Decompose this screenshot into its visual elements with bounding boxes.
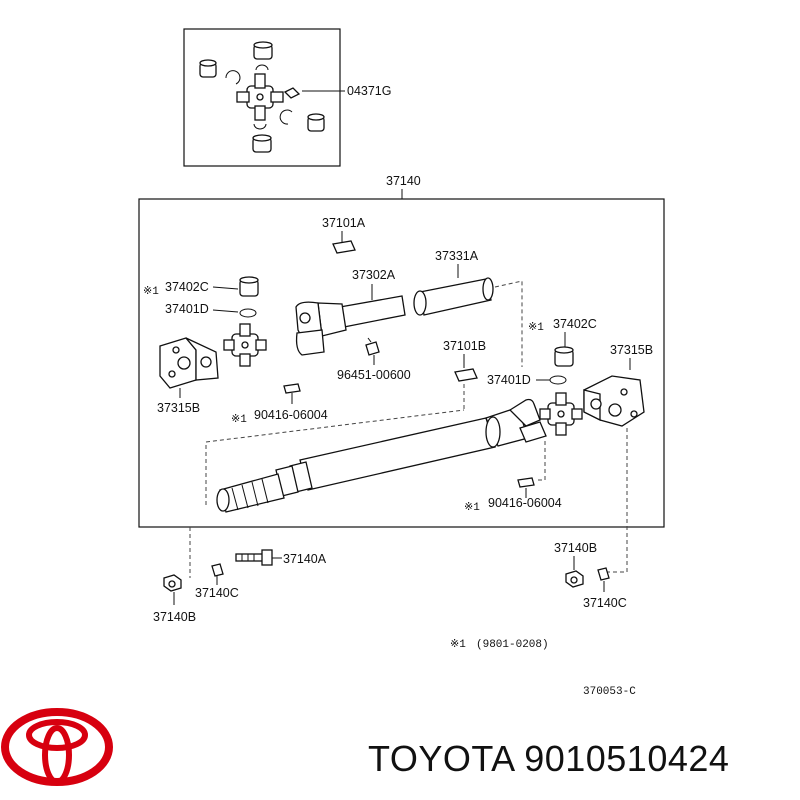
note-mark-90416-left: ※1 — [231, 414, 247, 426]
ujoint-kit-parts — [199, 41, 345, 153]
balance-weight-90416-left — [283, 383, 301, 394]
shaft-assembly-box — [138, 198, 665, 528]
nut-37140B-left — [163, 574, 182, 592]
note-mark-37402C-left: ※1 — [143, 286, 159, 298]
label-37315B-left: 37315B — [157, 401, 200, 415]
ujoint-cross-right — [539, 392, 583, 436]
balance-weight-37101B — [454, 368, 478, 382]
slip-yoke-37302A — [295, 295, 406, 356]
label-37140B-right: 37140B — [554, 541, 597, 555]
grease-fitting-96451 — [365, 337, 380, 356]
label-37101A: 37101A — [322, 216, 366, 230]
balance-weight-37101A — [332, 240, 356, 254]
label-37401D-right: 37401D — [487, 373, 531, 387]
nut-37140B-right — [565, 570, 584, 588]
label-37140: 37140 — [386, 174, 421, 188]
label-37140A: 37140A — [283, 552, 327, 566]
label-37401D-left: 37401D — [165, 302, 209, 316]
balance-weight-90416-right — [517, 477, 535, 488]
snap-ring-37401D-right — [549, 375, 567, 385]
footnote-range: (9801-0208) — [476, 639, 549, 651]
label-37315B-right: 37315B — [610, 343, 653, 357]
label-04371G: 04371G — [347, 84, 391, 98]
bolt-37140A — [235, 549, 273, 566]
footnote-mark: ※1 — [450, 639, 466, 651]
note-mark-37402C-right: ※1 — [528, 322, 544, 334]
lock-washer-37140C-left — [211, 563, 224, 577]
label-37140C-left: 37140C — [195, 586, 239, 600]
note-mark-90416-right: ※1 — [464, 502, 480, 514]
label-96451-00600: 96451-00600 — [337, 368, 411, 382]
label-90416-right: 90416-06004 — [488, 496, 562, 510]
flange-yoke-37315B-right — [583, 375, 645, 427]
bearing-cup-37402C-left — [239, 276, 259, 297]
label-37101B: 37101B — [443, 339, 486, 353]
propeller-shaft — [216, 398, 547, 513]
ujoint-cross-left — [223, 323, 267, 367]
toyota-logo — [1, 708, 113, 786]
ujoint-kit-box — [183, 28, 341, 167]
brand-caption: TOYOTA 9010510424 — [368, 738, 730, 779]
diagram-code: 370053-C — [583, 686, 636, 698]
lock-washer-37140C-right — [597, 567, 610, 581]
flange-yoke-37315B-left — [159, 337, 219, 389]
label-37302A: 37302A — [352, 268, 396, 282]
snap-ring-37401D-left — [239, 308, 257, 318]
label-37402C-left: 37402C — [165, 280, 209, 294]
label-37140B-left: 37140B — [153, 610, 196, 624]
label-37140C-right: 37140C — [583, 596, 627, 610]
label-37402C-right: 37402C — [553, 317, 597, 331]
label-37331A: 37331A — [435, 249, 479, 263]
dust-boot-37331A — [413, 277, 494, 316]
label-90416-left: 90416-06004 — [254, 408, 328, 422]
bearing-cup-37402C-right — [554, 346, 574, 367]
